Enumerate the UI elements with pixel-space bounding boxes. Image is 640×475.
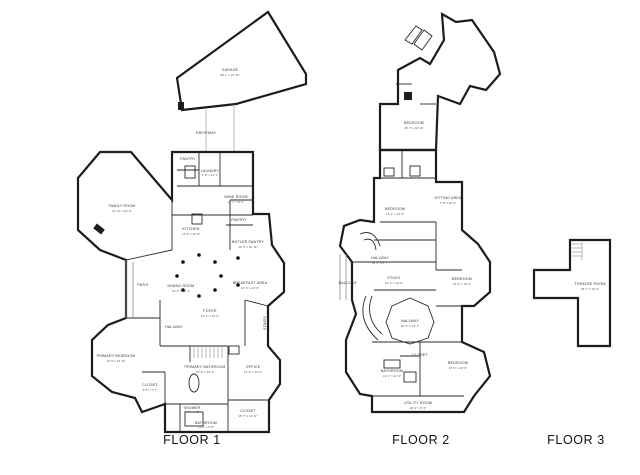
floor-2-outer-walls — [338, 148, 492, 414]
room-dims: 15' 9" x 16' 9" — [449, 366, 467, 370]
floor-2-title: FLOOR 2 — [392, 433, 450, 447]
room-label: KITCHEN — [182, 227, 199, 231]
room-dims: 11' 4" x 5' 8" — [198, 425, 214, 429]
room-label: HALLWAY — [165, 325, 183, 329]
room-label: PANTRY — [180, 157, 196, 161]
room-dims: 16' 3" x 13' 4" — [453, 282, 471, 286]
room-dims: 7' 8" x 10' 5" — [440, 201, 456, 205]
room-dims: 13' 2" x 12' 1" — [172, 289, 190, 293]
room-label: THEATRE ROOM — [574, 282, 605, 286]
room-dims: 25' 7" x 22' 4" — [581, 287, 599, 291]
room-label: PANTRY — [231, 218, 247, 222]
room-dims: 12' 1" x 12' 2" — [383, 374, 401, 378]
room-label: PATIO — [137, 283, 148, 287]
room-label: UTILITY ROOM — [404, 401, 432, 405]
room-dims: 11' 1" x 8' 9" — [228, 200, 244, 204]
floor-3-outer-walls — [532, 238, 612, 348]
room-label: BATHROOM — [381, 369, 403, 373]
room-dims: 20' 1" x 19' 7" — [401, 324, 419, 328]
room-dims: 7' 7" x 4' 3" — [185, 410, 200, 414]
room-label: FOYER — [203, 309, 217, 313]
garage-walls — [175, 10, 308, 112]
room-label: CLOSET — [412, 353, 428, 357]
room-label: BEDROOM — [448, 361, 468, 365]
room-label: GARAGE — [222, 68, 239, 72]
room-label: SHOWER — [183, 406, 201, 410]
room-label: FAMILY ROOM — [109, 204, 136, 208]
room-label: PRIMARY BEDROOM — [97, 354, 136, 358]
room-dims: 14' 5" x 12' 8" — [182, 232, 200, 236]
room-dims: 12' 4" x 14' 9" — [201, 314, 219, 318]
room-dims: 26' 3" x 5' 6" — [410, 406, 426, 410]
room-label: SITTING AREA — [434, 196, 462, 200]
floor-3-stairs — [572, 242, 583, 260]
room-dims: 38' 1" x 21' 11" — [220, 73, 240, 77]
svg-text:GARAGE: GARAGE — [222, 68, 239, 72]
floor-3-plan: THEATRE ROOM 25' 7" x 22' 4" FLOOR 3 — [532, 238, 612, 447]
floor-1-title: FLOOR 1 — [163, 433, 221, 447]
room-label: LAUNDRY — [201, 169, 220, 173]
room-label: HALLWAY — [401, 319, 419, 323]
room-dims: 13' 9" x 14' 11" — [106, 359, 126, 363]
room-dims: 15' 9" x 14' 3" — [196, 370, 214, 374]
garage-fixture — [178, 102, 184, 110]
room-dims: 14' 3" x 12' 9" — [385, 281, 403, 285]
floor-3-title: FLOOR 3 — [547, 433, 605, 447]
room-label: CLOSET — [142, 383, 158, 387]
room-label: CLOSET — [240, 409, 256, 413]
room-dims: 21' 11" x 21' 6" — [112, 209, 132, 213]
floor-1-stairs — [193, 346, 223, 358]
room-label: HALLWAY — [371, 256, 389, 260]
room-dims: 16' 3" x 19' 11" — [404, 126, 424, 130]
room-label: DINING ROOM — [168, 284, 195, 288]
room-label: BALCONY — [339, 281, 358, 285]
room-label: BUTLER PANTRY — [232, 240, 264, 244]
room-label: STAIRS — [263, 316, 267, 330]
room-label: BEDROOM — [385, 207, 405, 211]
room-label: DRIVEWAY — [196, 131, 217, 135]
room-label: BEDROOM — [404, 121, 424, 125]
room-label: WINE ROOM — [224, 195, 247, 199]
room-dims: 9' 8" x 7' 7" — [143, 388, 158, 392]
room-dims: 13' 1" x 13' 3" — [386, 212, 404, 216]
floor-2-plan: BEDROOM 16' 3" x 19' 11" BEDROOM 13' 1" … — [338, 12, 502, 447]
room-dims: 12' 3" x 10' 11" — [238, 245, 258, 249]
room-label: BREAKFAST AREA — [233, 281, 268, 285]
room-label: OFFICE — [246, 365, 261, 369]
room-dims: 15' 7" x 11' 11" — [238, 414, 257, 418]
room-label: BATHROOM — [195, 421, 217, 425]
room-label: PRIMARY BATHROOM — [185, 365, 226, 369]
room-dims: 14' 3" x 13' 9" — [241, 286, 259, 290]
room-dims: 16' 5" x 4' 7" — [372, 261, 388, 265]
floor-2-upper-wing — [378, 12, 502, 152]
room-dims: 7' 9" x 11' 1" — [202, 173, 218, 177]
room-dims: 14' 3" x 14' 5" — [244, 370, 262, 374]
room-label: STUDY — [387, 276, 401, 280]
floor-1-plan: GARAGE 38' 1" x 21' 11" DRIVEWAY PANTRY … — [76, 10, 308, 447]
room-label: BEDROOM — [452, 277, 472, 281]
